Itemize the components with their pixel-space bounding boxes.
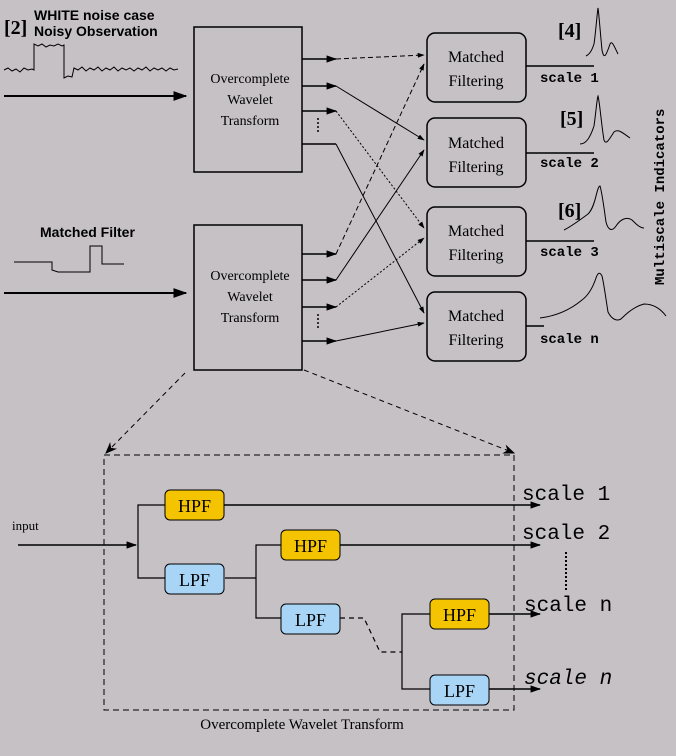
lpf-n-label: LPF bbox=[444, 681, 475, 701]
mf-box-4: Matched Filtering bbox=[426, 291, 527, 362]
noisy-signal bbox=[3, 43, 179, 79]
ref-4: [4] bbox=[558, 20, 581, 42]
lpf-box-1: LPF bbox=[164, 563, 225, 595]
hpf-box-2: HPF bbox=[280, 529, 341, 561]
mf-output-lines bbox=[526, 65, 594, 327]
mf4-line1: Matched bbox=[448, 308, 504, 325]
waveform-1 bbox=[585, 7, 619, 57]
branch-level-2 bbox=[225, 544, 281, 619]
waveform-2 bbox=[579, 94, 631, 145]
lpf-1-label: LPF bbox=[179, 570, 210, 590]
wt-box-top: Overcomplete Wavelet Transform bbox=[193, 26, 303, 173]
cross-connections bbox=[335, 52, 425, 342]
mf2-line2: Filtering bbox=[448, 159, 503, 176]
zoom-arrow-left bbox=[105, 372, 186, 454]
multiscale-indicators-label: Multiscale Indicators bbox=[653, 109, 669, 285]
zoom-arrow-right bbox=[303, 369, 516, 454]
wt-bottom-line2: Wavelet bbox=[227, 290, 273, 305]
mf-box-2: Matched Filtering bbox=[426, 117, 527, 188]
hpf-n-label: HPF bbox=[443, 605, 476, 625]
bank-scale-1: scale 1 bbox=[522, 484, 610, 507]
wt-box-bottom: Overcomplete Wavelet Transform bbox=[193, 224, 303, 371]
lpf-2-label: LPF bbox=[295, 610, 326, 630]
branch-level-3 bbox=[340, 613, 430, 690]
bottom-wt-outputs bbox=[302, 250, 338, 345]
mf3-line1: Matched bbox=[448, 223, 504, 240]
waveform-3 bbox=[563, 185, 645, 231]
lpf-box-2: LPF bbox=[280, 603, 341, 635]
top-wt-outputs bbox=[302, 55, 338, 145]
matched-filter-signal bbox=[14, 245, 124, 273]
wt-top-line2: Wavelet bbox=[227, 93, 273, 108]
hpf-box-n: HPF bbox=[429, 598, 490, 630]
mf1-line2: Filtering bbox=[448, 73, 503, 90]
mf4-line2: Filtering bbox=[448, 332, 503, 349]
wt-bottom-line3: Transform bbox=[221, 311, 280, 326]
ref-6: [6] bbox=[558, 200, 581, 222]
output-scale-2: scale 2 bbox=[540, 156, 599, 172]
waveform-n bbox=[539, 272, 667, 321]
case-title-line2: Noisy Observation bbox=[34, 23, 158, 39]
ref-5: [5] bbox=[560, 108, 583, 130]
hpf-1-label: HPF bbox=[178, 496, 211, 516]
lpf-box-n: LPF bbox=[429, 674, 490, 706]
bank-scale-n-high: scale n bbox=[524, 595, 612, 618]
output-scale-1: scale 1 bbox=[540, 71, 599, 87]
wt-top-line1: Overcomplete bbox=[210, 72, 289, 87]
case-ref: [2] bbox=[4, 17, 27, 39]
wt-bottom-line1: Overcomplete bbox=[210, 269, 289, 284]
output-scale-n: scale n bbox=[540, 332, 599, 348]
filter-output-arrows bbox=[224, 501, 567, 693]
matched-filter-label: Matched Filter bbox=[40, 224, 135, 240]
output-scale-3: scale 3 bbox=[540, 245, 599, 261]
wt-top-line3: Transform bbox=[221, 114, 280, 129]
hpf-2-label: HPF bbox=[294, 536, 327, 556]
branch-level-1 bbox=[137, 504, 165, 579]
bank-scale-2: scale 2 bbox=[522, 523, 610, 546]
mf-box-1: Matched Filtering bbox=[426, 32, 527, 103]
mf-box-3: Matched Filtering bbox=[426, 206, 527, 277]
mf3-line2: Filtering bbox=[448, 247, 503, 264]
filter-bank-frame bbox=[103, 454, 515, 711]
mf2-line1: Matched bbox=[448, 135, 504, 152]
case-title-line1: WHITE noise case bbox=[34, 7, 155, 23]
mf1-line1: Matched bbox=[448, 49, 504, 66]
hpf-box-1: HPF bbox=[164, 489, 225, 521]
bank-scale-n-low: scale n bbox=[524, 668, 612, 691]
filter-bank-caption: Overcomplete Wavelet Transform bbox=[200, 717, 404, 733]
input-label: input bbox=[12, 518, 39, 533]
